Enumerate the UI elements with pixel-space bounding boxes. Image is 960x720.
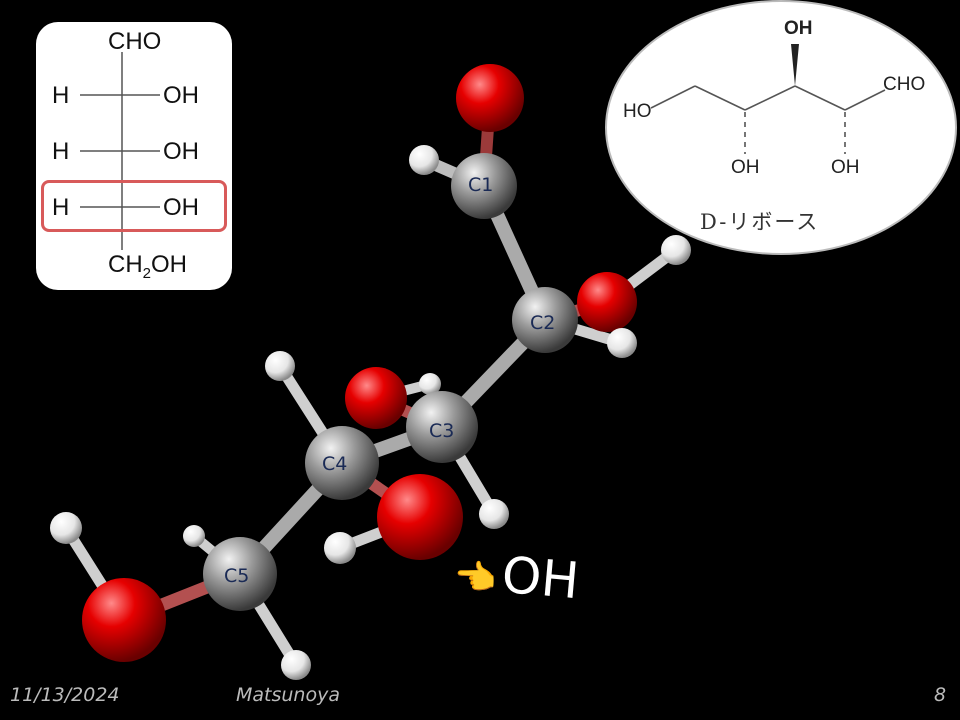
fischer-bottom-group: CH2OH xyxy=(108,251,188,282)
hydrogen-atom xyxy=(479,499,509,529)
hydrogen-atom xyxy=(50,512,82,544)
oxygen-atom xyxy=(377,474,463,560)
hydrogen-atom xyxy=(661,235,691,265)
ribose-left-group: HO xyxy=(623,101,652,122)
fischer-row3-right: OH xyxy=(163,194,199,221)
ribose-name: D-リボース xyxy=(700,210,820,234)
hydrogen-atom xyxy=(324,532,356,564)
oh-callout-text: OH xyxy=(499,545,582,611)
carbon-atom-c1 xyxy=(451,153,517,219)
fischer-lines xyxy=(80,52,160,250)
ribose-top-oh: OH xyxy=(784,18,813,39)
fischer-row1-left: H xyxy=(52,82,70,109)
oxygen-atom xyxy=(345,367,407,429)
hydrogen-atom xyxy=(183,525,205,547)
ribose-right-group: CHO xyxy=(883,74,926,95)
ribose-bottom-oh-1: OH xyxy=(731,157,760,178)
carbon-atom-c5 xyxy=(203,537,277,611)
carbon-atom-c3 xyxy=(406,391,478,463)
page-number: 8 xyxy=(934,684,947,706)
ribose-structure: OH HO CHO OH OH D-リボース xyxy=(605,0,957,255)
carbon-label-c5: C5 xyxy=(224,565,249,587)
carbon-atom-c2 xyxy=(512,287,578,353)
ribose-bottom-oh-2: OH xyxy=(831,157,860,178)
carbon-label-c2: C2 xyxy=(530,312,555,334)
oxygen-atom xyxy=(456,64,524,132)
carbon-atom-c4 xyxy=(305,426,379,500)
carbon-label-c4: C4 xyxy=(322,453,347,475)
hydrogen-atom xyxy=(409,145,439,175)
carbon-label-c1: C1 xyxy=(468,174,493,196)
fischer-row2-right: OH xyxy=(163,138,199,165)
hydrogen-atom xyxy=(419,373,441,395)
oxygen-atom xyxy=(577,272,637,332)
fischer-row1-right: OH xyxy=(163,82,199,109)
fischer-top-group: CHO xyxy=(108,28,162,55)
fischer-row2-left: H xyxy=(52,138,70,165)
fischer-projection: CHO H OH H OH H OH CH2OH xyxy=(36,22,232,290)
fischer-highlight-box xyxy=(41,180,227,232)
oxygen-atom xyxy=(82,578,166,662)
pointing-hand-icon: 👈 xyxy=(454,558,497,598)
footer-author: Matsunoya xyxy=(236,684,340,706)
ribose-skeleton xyxy=(650,44,886,154)
hydrogen-atom xyxy=(607,328,637,358)
hydrogen-atom xyxy=(281,650,311,680)
footer-date: 11/13/2024 xyxy=(10,684,120,706)
carbon-label-c3: C3 xyxy=(429,420,454,442)
oh-callout: 👈 OH xyxy=(454,546,582,610)
fischer-row3-left: H xyxy=(52,194,70,221)
hydrogen-atom xyxy=(265,351,295,381)
